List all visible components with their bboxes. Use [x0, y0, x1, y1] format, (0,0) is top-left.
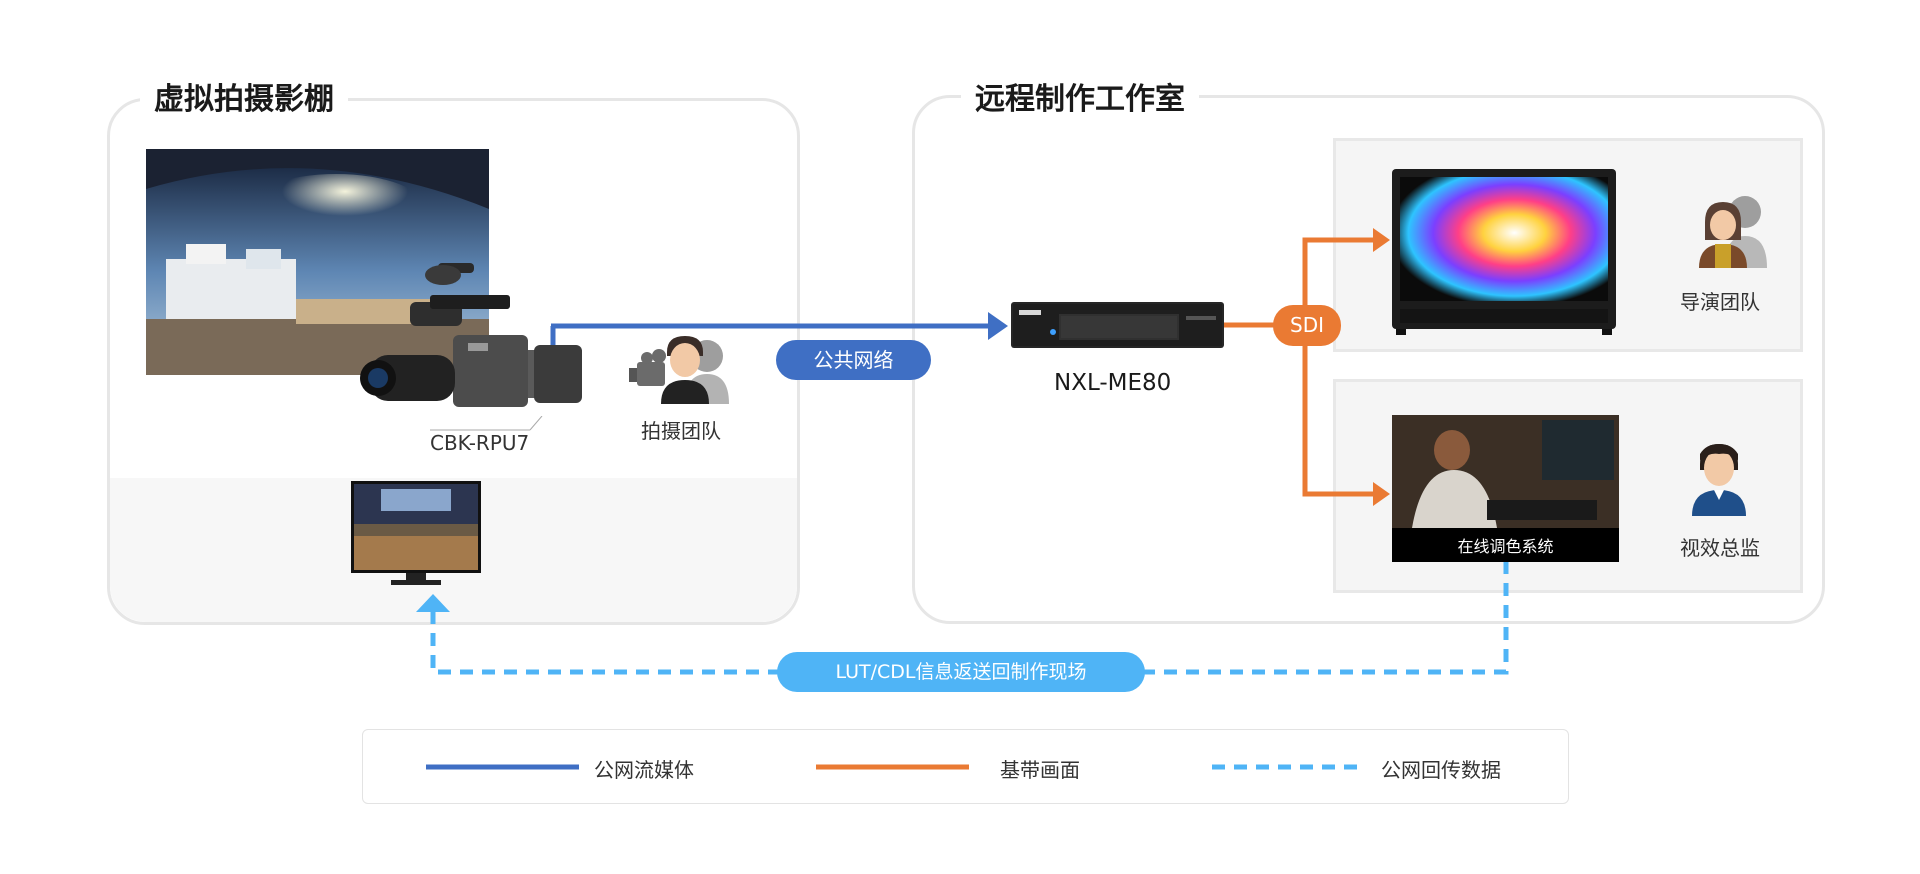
camera-leader-line: [430, 416, 543, 431]
film-camera-icon: [360, 263, 582, 407]
sdi-arrowhead-bottom: [1373, 482, 1390, 506]
public-network-pill: 公共网络: [776, 340, 931, 380]
studio-title: 虚拟拍摄影棚: [140, 80, 348, 120]
legend-label-baseband: 基带画面: [1000, 758, 1080, 782]
grading-screen-label: 在线调色系统: [1457, 537, 1554, 556]
grading-screen-image: [1392, 415, 1619, 562]
stream-arrowhead: [988, 312, 1008, 340]
return-arrowhead: [416, 594, 450, 612]
director-people-icon: [1699, 196, 1767, 268]
director-label: 导演团队: [1680, 290, 1760, 314]
return-path-pill: LUT/CDL信息返送回制作现场: [777, 652, 1145, 692]
device-label: NXL-ME80: [1054, 370, 1172, 396]
remote-title: 远程制作工作室: [961, 80, 1199, 120]
virtual-set-image: [146, 149, 489, 375]
reference-monitor-icon: [1392, 169, 1616, 335]
supervisor-person-icon: [1692, 444, 1746, 516]
nxl-device-icon: [1011, 302, 1224, 348]
crew-label: 拍摄团队: [641, 419, 721, 443]
sdi-pill: SDI: [1273, 305, 1341, 346]
sdi-line-tree: [1302, 237, 1375, 497]
supervisor-label: 视效总监: [1680, 536, 1760, 560]
studio-monitor-icon: [351, 481, 481, 585]
sdi-arrowhead-top: [1373, 228, 1390, 252]
legend-label-stream: 公网流媒体: [594, 758, 694, 782]
legend-label-return: 公网回传数据: [1381, 758, 1501, 782]
crew-people-icon: [629, 336, 729, 404]
camera-label: CBK-RPU7: [430, 431, 530, 455]
